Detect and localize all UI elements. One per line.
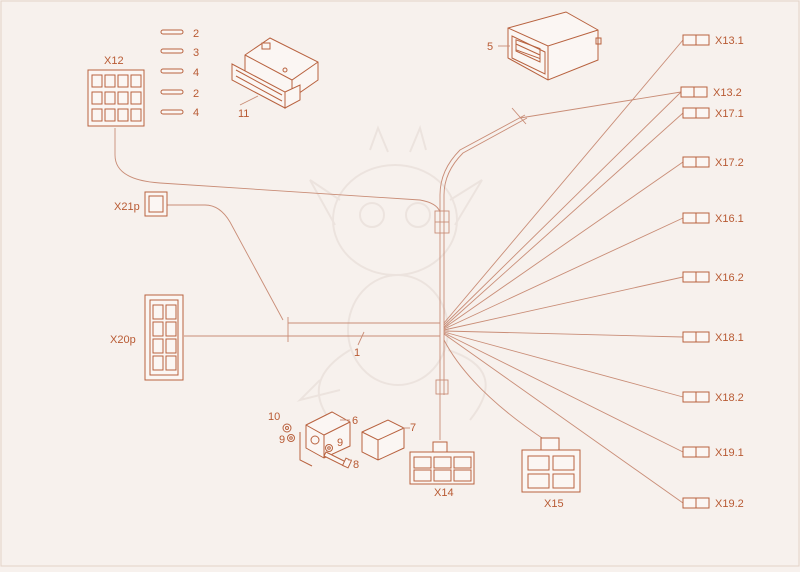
- harness-label: 1: [354, 347, 360, 359]
- pin-2-label: 3: [193, 47, 199, 59]
- x16-2-label: X16.2: [715, 272, 744, 284]
- washer-b-part[interactable]: 9: [325, 437, 344, 452]
- pin-3: [160, 68, 184, 74]
- pin-1: [160, 29, 184, 35]
- pin-1-label: 2: [193, 28, 199, 40]
- x19-2-connector[interactable]: X19.2: [682, 497, 744, 510]
- washer-b-label: 9: [337, 437, 343, 449]
- x13-2-connector[interactable]: X13.2: [680, 86, 742, 99]
- relay-label: 7: [410, 422, 416, 434]
- pin-2: [160, 48, 184, 54]
- x17-1-connector[interactable]: X17.1: [682, 107, 744, 120]
- harness-wires: [114, 39, 684, 504]
- x19-2-label: X19.2: [715, 498, 744, 510]
- washer-a-part[interactable]: 9: [279, 434, 295, 446]
- pin-3-label: 4: [193, 67, 199, 79]
- x17-2-label: X17.2: [715, 157, 744, 169]
- module-label: 11: [238, 108, 249, 120]
- watermark-dragon-icon: [296, 124, 487, 421]
- x15-label: X15: [544, 498, 564, 510]
- pin-4: [160, 89, 184, 95]
- x17-2-connector[interactable]: X17.2: [682, 156, 744, 169]
- x13-2-label: X13.2: [713, 87, 742, 99]
- x15-connector[interactable]: X15: [521, 437, 581, 510]
- display-part[interactable]: 5: [487, 11, 602, 81]
- x18-1-label: X18.1: [715, 332, 744, 344]
- x17-1-label: X17.1: [715, 108, 744, 120]
- pin-5-label: 4: [193, 107, 199, 119]
- x21p-connector[interactable]: X21p: [114, 191, 168, 217]
- relay-socket-part[interactable]: 6: [299, 411, 358, 467]
- pin-5: [160, 109, 184, 115]
- x16-1-label: X16.1: [715, 213, 744, 225]
- x18-1-connector[interactable]: X18.1: [682, 331, 744, 344]
- washer-a-label: 9: [279, 434, 285, 446]
- x13-1-connector[interactable]: X13.1: [682, 34, 744, 47]
- x16-1-connector[interactable]: X16.1: [682, 212, 744, 225]
- x12-label: X12: [104, 55, 124, 67]
- relay-socket-label: 6: [352, 415, 358, 427]
- x14-label: X14: [434, 487, 454, 499]
- module-part[interactable]: 11: [231, 37, 319, 120]
- x20p-label: X20p: [110, 334, 136, 346]
- x19-1-connector[interactable]: X19.1: [682, 446, 744, 459]
- x16-2-connector[interactable]: X16.2: [682, 271, 744, 284]
- bolt-part[interactable]: 8: [323, 451, 359, 471]
- nut-label: 10: [268, 411, 280, 423]
- harness-leader: [357, 331, 365, 346]
- x12-connector[interactable]: X12: [87, 55, 145, 127]
- x14-connector[interactable]: X14: [409, 441, 475, 499]
- display-label: 5: [487, 41, 493, 53]
- pin-set: 2 3 4 2 4: [160, 28, 199, 119]
- relay-part[interactable]: 7: [361, 419, 416, 461]
- x18-2-connector[interactable]: X18.2: [682, 391, 744, 404]
- pin-4-label: 2: [193, 88, 199, 100]
- x21p-label: X21p: [114, 201, 140, 213]
- x20p-connector[interactable]: X20p: [110, 294, 184, 381]
- x18-2-label: X18.2: [715, 392, 744, 404]
- nut-part[interactable]: 10: [268, 411, 292, 433]
- x13-1-label: X13.1: [715, 35, 744, 47]
- x19-1-label: X19.1: [715, 447, 744, 459]
- bolt-label: 8: [353, 459, 359, 471]
